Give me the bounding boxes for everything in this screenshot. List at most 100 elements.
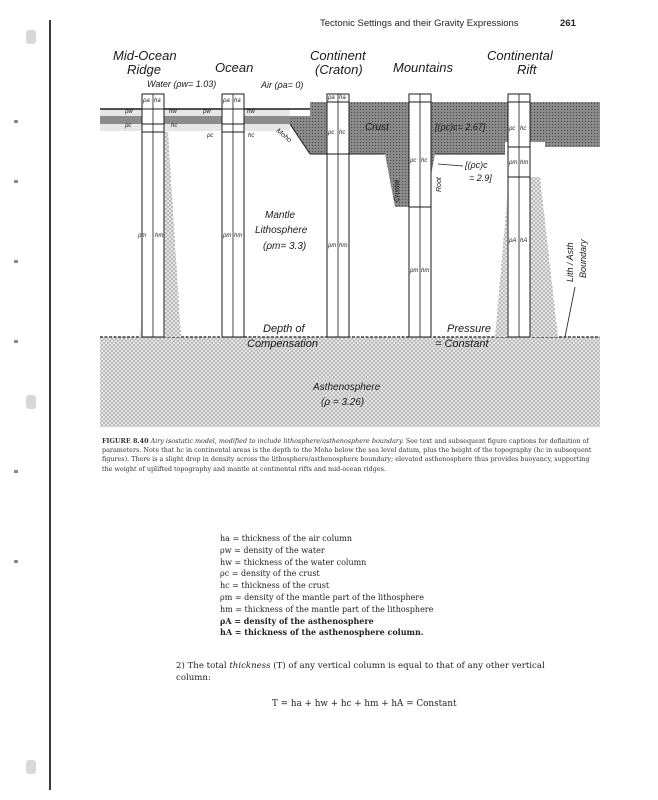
scan-speck	[14, 470, 18, 473]
label-continental: Continental	[487, 48, 554, 63]
definition-item: ha = thickness of the air column	[220, 534, 353, 543]
symbol-rm: ρm	[222, 233, 231, 239]
symbol-rm: ρm	[508, 160, 517, 166]
column-ridge	[141, 93, 165, 338]
definition-item: ρm = density of the mantle part of the l…	[220, 592, 424, 602]
binding-edge	[49, 20, 51, 790]
label-mid-ocean: Mid-Ocean	[113, 48, 177, 63]
moho-boundary	[289, 123, 311, 155]
symbol-rc: ρc	[124, 123, 131, 129]
label-mantle-density: (ρm= 3.3)	[263, 241, 306, 252]
definition-item: hw = thickness of the water column	[220, 557, 367, 567]
column-mountains	[408, 93, 432, 338]
symbol-hc: hc	[339, 130, 345, 136]
label-crustal-root-b: Root	[436, 176, 443, 192]
column-rift	[507, 93, 531, 338]
label-craton: (Craton)	[315, 62, 363, 77]
scan-margin	[0, 0, 58, 800]
body-paragraph: 2) The total thickness (T) of any vertic…	[176, 660, 576, 684]
binding-hole	[26, 760, 36, 774]
symbol-rA: ρA	[508, 238, 516, 244]
scan-speck	[14, 180, 18, 183]
figure-caption: FIGURE 8.40 Airy isostatic model, modifi…	[102, 437, 598, 474]
symbol-ra: ρa	[142, 98, 150, 104]
label-crust-density-2a: [(ρc)c	[464, 160, 488, 170]
symbol-ha: ha	[234, 98, 241, 104]
label-compensation: Compensation	[247, 338, 318, 350]
label-rift: Rift	[517, 62, 538, 77]
definition-item: hc = thickness of the crust	[220, 581, 330, 591]
label-continent: Continent	[310, 48, 367, 63]
symbol-hc: hc	[520, 126, 526, 132]
airy-isostasy-figure: ρa ha ρw hw ρc hc ρm hm ρa ha ρw hw ρc h…	[100, 48, 600, 427]
symbol-rc: ρc	[409, 158, 416, 164]
thickness-equation: T = ha + hw + hc + hm + hA = Constant	[272, 699, 457, 709]
symbol-hm: hm	[155, 233, 163, 239]
para-rest: (T) of any vertical column is equal to t…	[176, 661, 545, 683]
definition-item: hm = thickness of the mantle part of the…	[220, 604, 434, 614]
column-ocean	[221, 93, 245, 338]
label-mountains: Mountains	[393, 60, 453, 75]
label-pressure: Pressure	[447, 323, 491, 335]
label-lith-asth: Lith / Asth	[565, 242, 575, 282]
symbol-hw: hw	[169, 109, 177, 115]
scan-speck	[14, 560, 18, 563]
symbol-hm: hm	[234, 233, 242, 239]
definition-item: ρA = density of the asthenosphere	[220, 615, 374, 626]
binding-hole	[26, 30, 36, 44]
label-crustal-root-a: Crustal	[394, 179, 401, 202]
caption-title: Airy isostatic model, modified to includ…	[150, 437, 404, 445]
column-craton	[326, 93, 350, 338]
symbol-hm: hm	[421, 268, 429, 274]
symbol-hw: hw	[247, 109, 255, 115]
symbol-ra: ρa	[327, 95, 335, 101]
symbol-hc: hc	[248, 133, 254, 139]
symbol-rc: ρc	[206, 133, 213, 139]
symbol-hm: hm	[520, 160, 528, 166]
definition-item: ρc = density of the crust	[220, 569, 320, 579]
symbol-rc: ρc	[327, 130, 334, 136]
symbol-ha: ha	[339, 95, 346, 101]
symbol-rm: ρm	[327, 243, 336, 249]
symbol-ha: ha	[154, 98, 161, 104]
symbol-ra: ρa	[222, 98, 230, 104]
label-asth-density: (ρ = 3.26)	[321, 397, 364, 408]
label-water: Water (ρw= 1.03)	[147, 79, 216, 89]
symbol-hc: hc	[171, 123, 177, 129]
symbol-rc: ρc	[508, 126, 515, 132]
label-crust: Crust	[365, 122, 390, 133]
caption-text: See text and subsequent figure captions …	[102, 437, 592, 473]
para-emphasis: thickness	[229, 661, 271, 671]
page-number: 261	[560, 18, 576, 29]
symbol-rm: ρm	[137, 233, 146, 239]
caption-label: FIGURE 8.40	[102, 437, 149, 445]
definition-item: hA = thickness of the asthenosphere colu…	[220, 627, 424, 638]
symbol-rw: ρw	[124, 109, 133, 115]
scan-speck	[14, 340, 18, 343]
symbol-rm: ρm	[409, 268, 418, 274]
label-air: Air (ρa= 0)	[260, 80, 303, 90]
symbol-hA: hA	[520, 238, 527, 244]
label-constant: = Constant	[435, 338, 489, 350]
definition-list: ha = thickness of the air column ρw = de…	[220, 533, 433, 639]
leader-line	[564, 286, 576, 338]
symbol-hm: hm	[339, 243, 347, 249]
label-crust-density-2b: = 2.9]	[469, 173, 492, 183]
label-lithosphere: Lithosphere	[255, 225, 308, 236]
label-mantle: Mantle	[265, 210, 295, 221]
definition-item: ρw = density of the water	[220, 545, 325, 555]
label-asthenosphere: Asthenosphere	[312, 382, 381, 393]
label-ridge: Ridge	[127, 62, 161, 77]
symbol-hc: hc	[421, 158, 427, 164]
leader-line	[437, 163, 464, 167]
para-lead: 2) The total	[176, 661, 230, 671]
scan-speck	[14, 120, 18, 123]
binding-hole	[26, 395, 36, 409]
label-ocean: Ocean	[215, 60, 253, 75]
asthenosphere-region	[100, 337, 600, 427]
label-boundary: Boundary	[578, 239, 588, 278]
label-depth-of: Depth of	[263, 323, 306, 335]
running-title: Tectonic Settings and their Gravity Expr…	[320, 18, 519, 29]
label-crust-density: [(ρc)c= 2.67]	[434, 122, 486, 132]
symbol-rw: ρw	[202, 109, 211, 115]
